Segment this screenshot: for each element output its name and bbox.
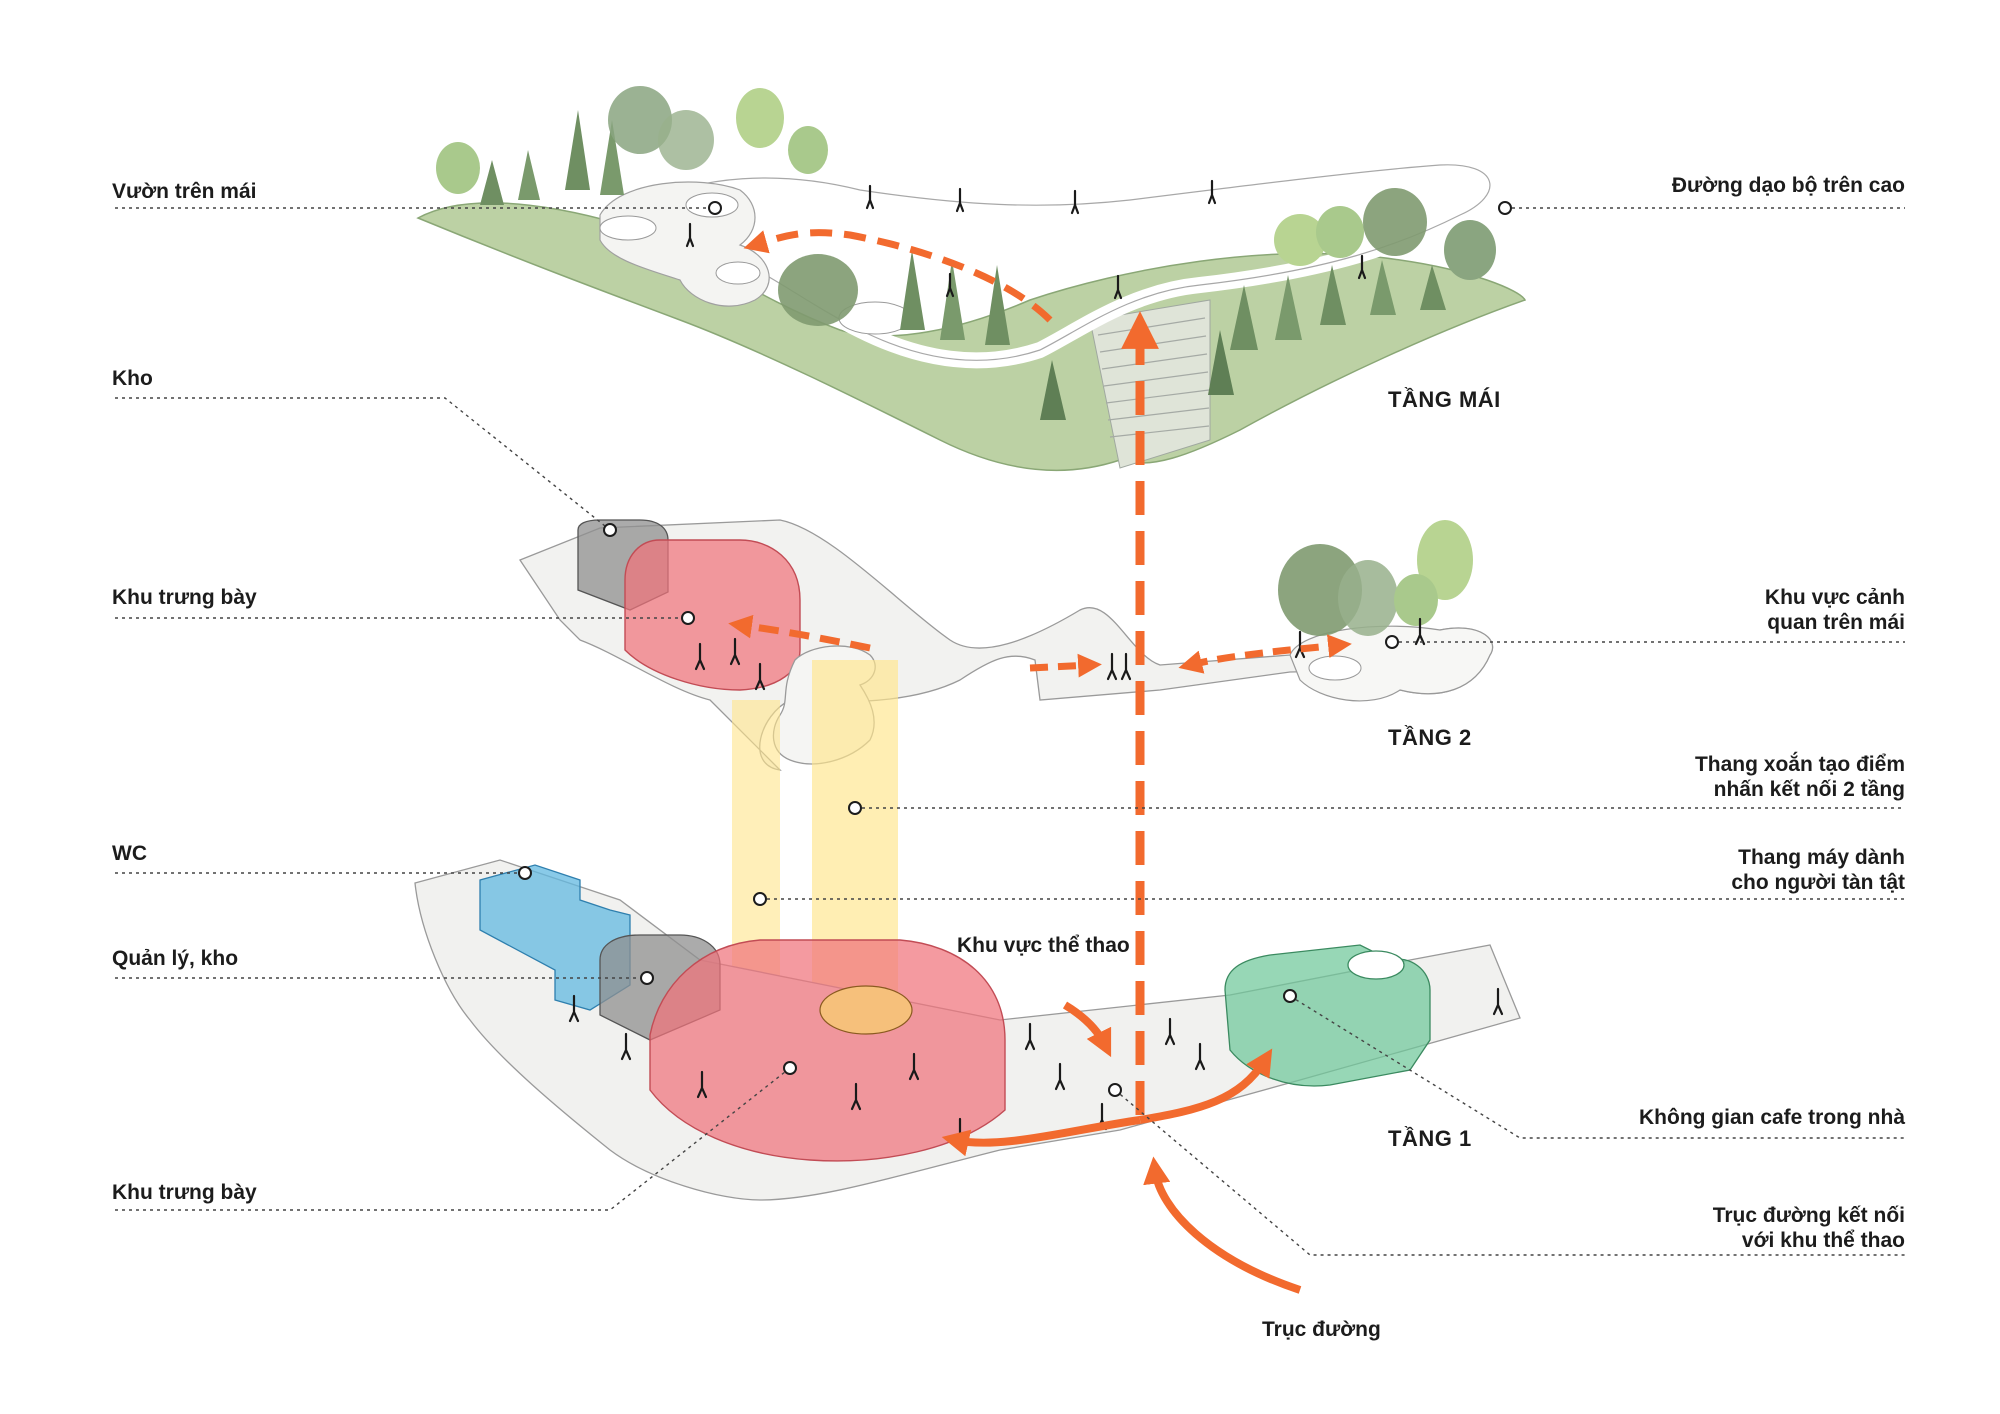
label-khu-vuc-canh-quan-2: quan trên mái: [1767, 611, 1905, 634]
label-khu-vuc-the-thao: Khu vực thể thao: [957, 934, 1130, 957]
label-khu-trung-bay-upper: Khu trưng bày: [112, 586, 257, 609]
left-labels: Vườn trên mái Kho Khu trưng bày WC Quản …: [112, 180, 257, 1204]
floor-tang-1: TẦNG 1: [1388, 1126, 1472, 1151]
floor-tang-mai: TẦNG MÁI: [1388, 387, 1501, 412]
roof-trees: [436, 86, 1496, 420]
level-2-arrow-west: [728, 614, 871, 652]
sports-entry-arrow: [1062, 1001, 1112, 1058]
label-thang-may-1: Thang máy dành: [1738, 846, 1905, 869]
roof-people: [685, 179, 1367, 300]
exhibition-upper: [624, 539, 801, 691]
roof-circulation-arrow: [743, 229, 1053, 323]
level-1-arrow-cafe: [1139, 1048, 1273, 1124]
label-truc-duong-ket-noi-1: Trục đường kết nối: [1713, 1204, 1905, 1227]
spiral-staircase: [819, 985, 913, 1035]
floor-labels: TẦNG MÁI TẦNG 2 TẦNG 1: [1388, 387, 1501, 1151]
roof-stairs: [1097, 317, 1210, 438]
label-truc-duong: Trục đường: [1262, 1318, 1381, 1341]
level-1: [414, 859, 1521, 1201]
exhibition-lower: [649, 939, 1006, 1162]
label-duong-dao-bo: Đường dạo bộ trên cao: [1672, 174, 1905, 197]
label-khu-vuc-canh-quan-1: Khu vực cảnh: [1765, 586, 1905, 609]
level-2: [519, 519, 1494, 771]
label-thang-xoan-2: nhấn kết nối 2 tầng: [1714, 778, 1905, 801]
floor-tang-2: TẦNG 2: [1388, 725, 1472, 750]
level-2-arrow-center: [1029, 653, 1102, 678]
label-kho: Kho: [112, 367, 153, 390]
roof-level: [416, 86, 1527, 472]
label-khong-gian-cafe: Không gian cafe trong nhà: [1639, 1106, 1905, 1129]
label-thang-xoan-1: Thang xoắn tạo điểm: [1695, 752, 1905, 776]
label-vuon-tren-mai: Vườn trên mái: [112, 180, 257, 203]
level-2-arrow-east: [1178, 634, 1352, 674]
right-labels: Đường dạo bộ trên cao Khu vực cảnh quan …: [1639, 174, 1905, 1252]
label-quan-ly-kho: Quản lý, kho: [112, 947, 238, 970]
level-1-arrow-exhibition: [941, 1116, 1141, 1157]
level-1-people: [568, 987, 1504, 1146]
label-khu-trung-bay-lower: Khu trưng bày: [112, 1181, 257, 1204]
level-2-trees: [1278, 520, 1473, 636]
road-axis-arrow: [1143, 1156, 1302, 1294]
label-thang-may-2: cho người tàn tật: [1731, 871, 1905, 894]
label-wc: WC: [112, 842, 147, 865]
label-truc-duong-ket-noi-2: với khu thể thao: [1742, 1229, 1905, 1252]
center-labels: Khu vực thể thao Trục đường: [957, 934, 1381, 1341]
leader-lines: [115, 201, 1905, 1256]
